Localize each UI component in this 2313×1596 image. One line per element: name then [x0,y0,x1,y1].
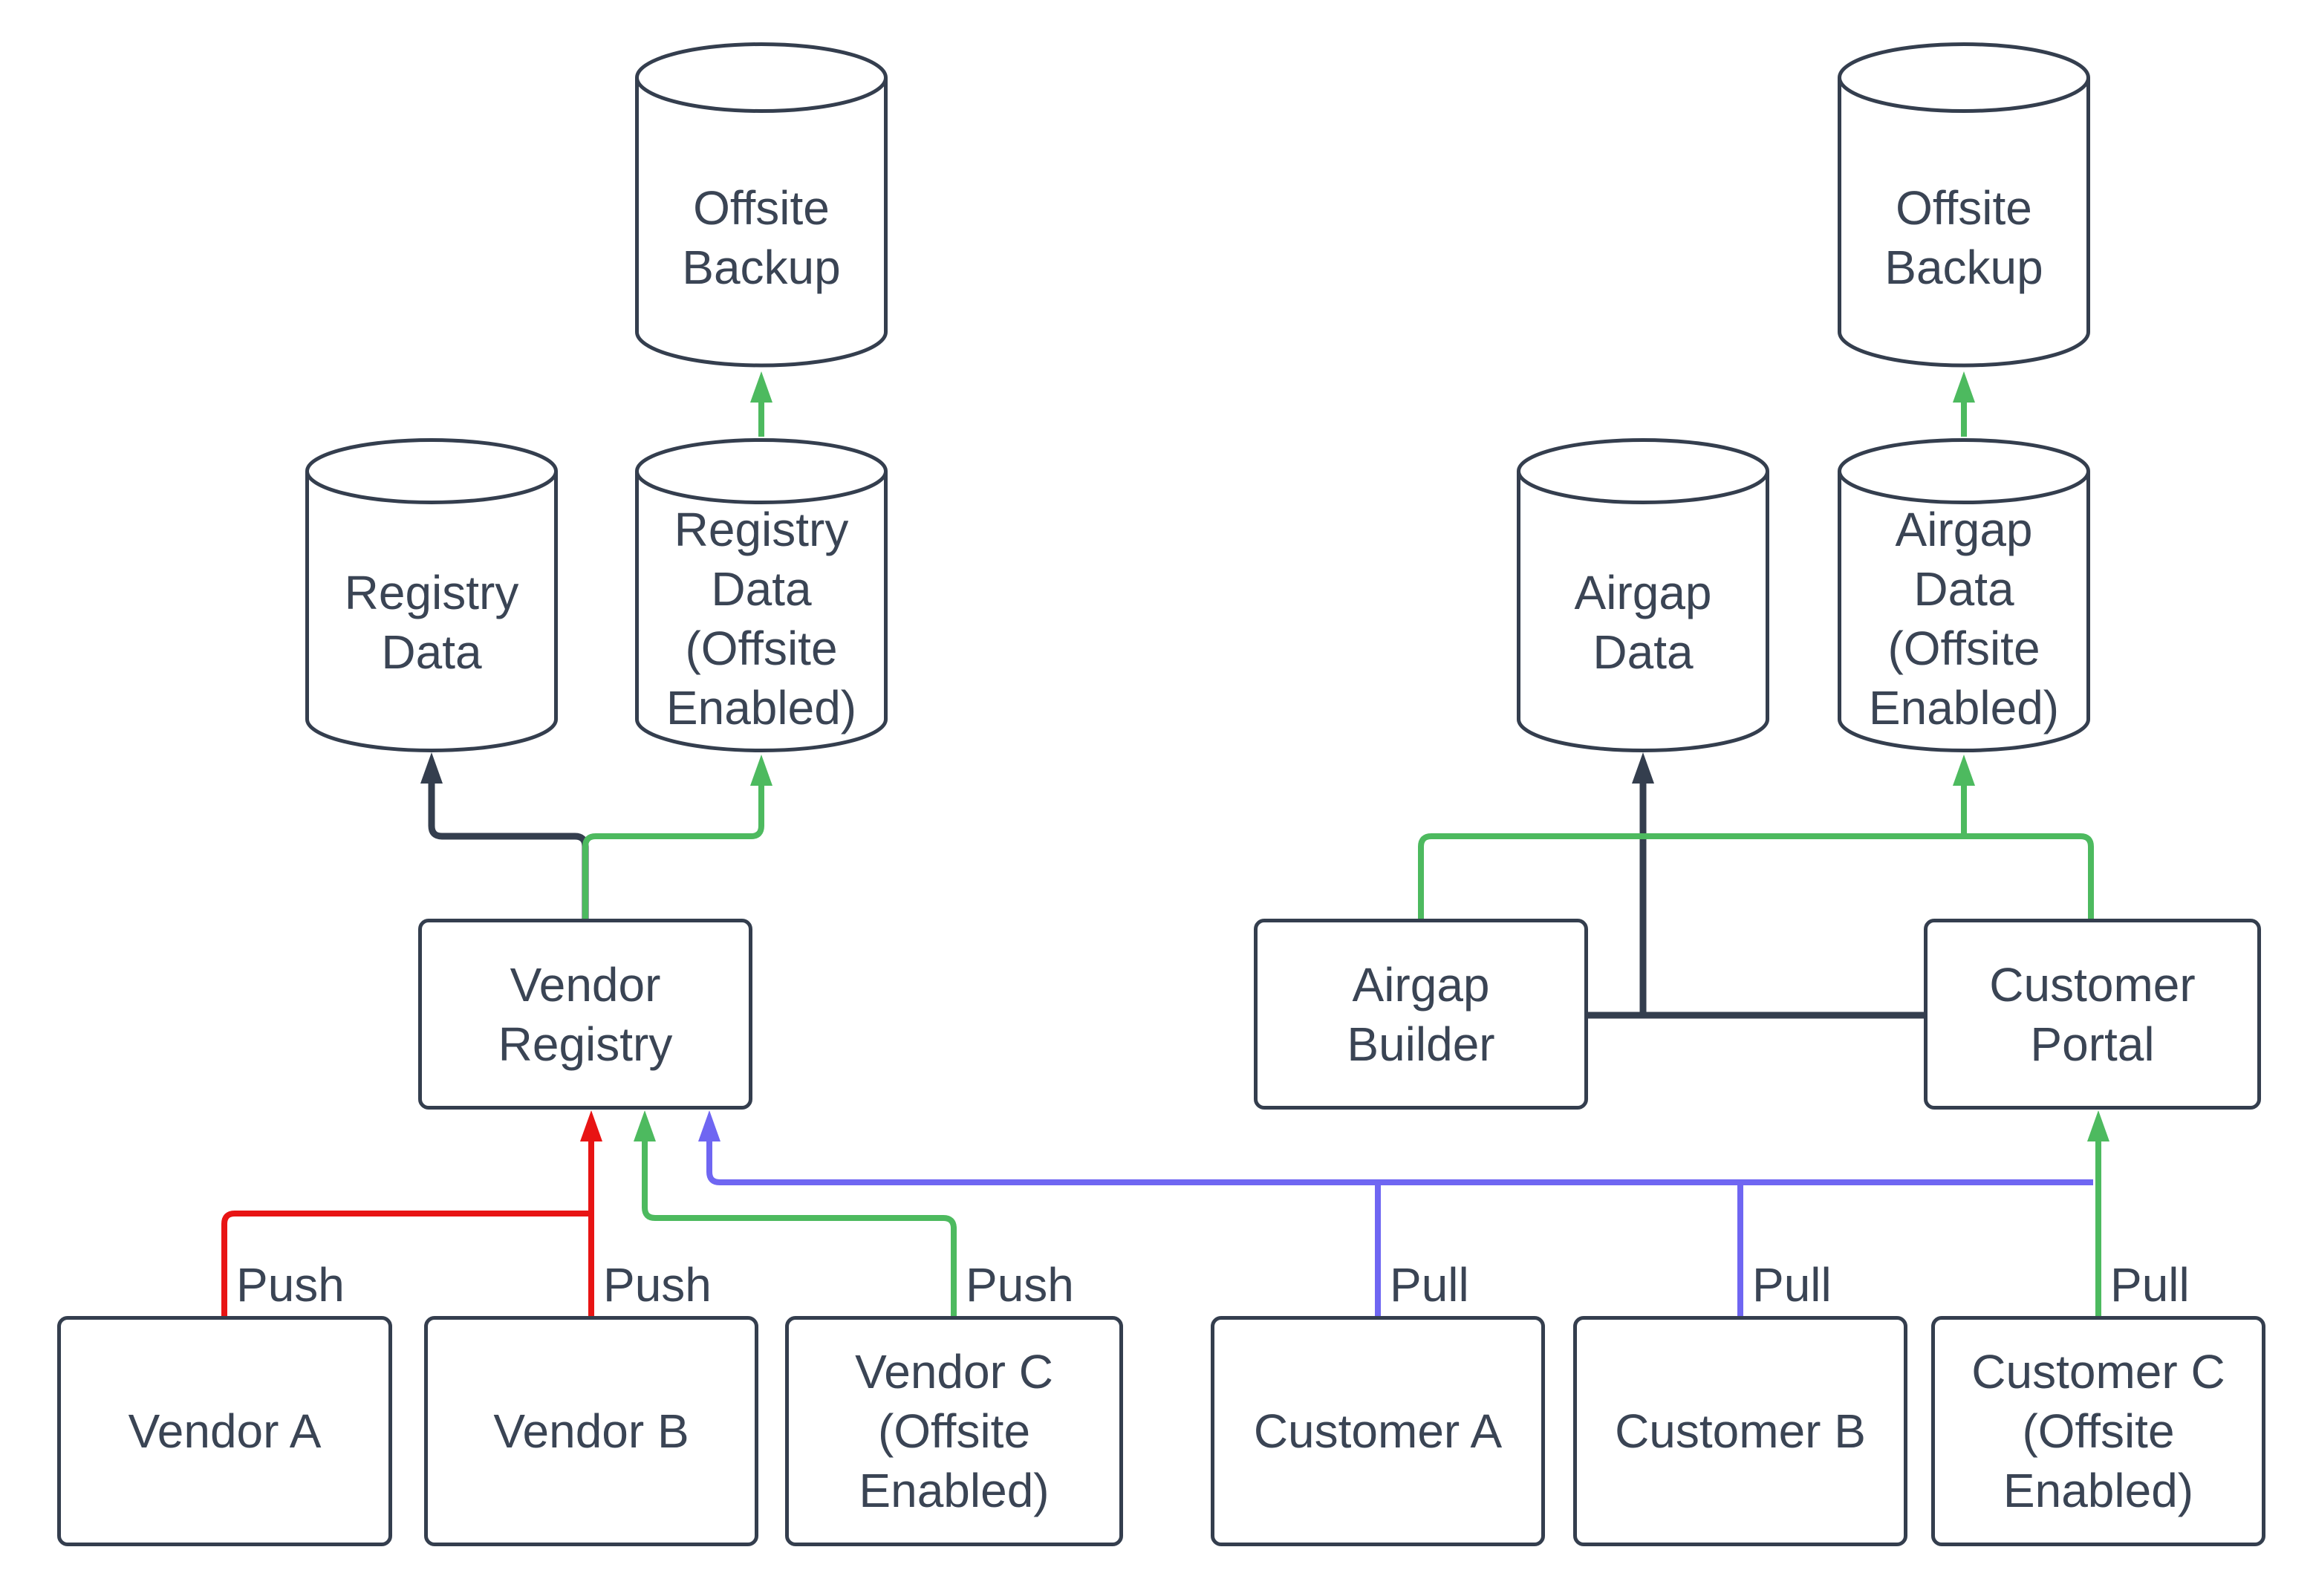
node-label: Offsite Backup [682,181,841,294]
arrowhead-offsite-backup-right [1953,371,1975,403]
node-label: Registry Data (Offsite Enabled) [666,502,857,735]
edge-vendor-registry-to-registry-data-offsite [582,782,764,919]
arrowhead-push-red [580,1110,602,1141]
database-cylinder-icon [1838,42,2090,368]
node-label: Offsite Backup [1884,181,2043,294]
arrowhead-push-green [634,1110,656,1141]
node-vendor-c: Vendor C (Offsite Enabled) [785,1316,1123,1546]
node-vendor-b: Vendor B [424,1316,758,1546]
node-label: Vendor C (Offsite Enabled) [855,1345,1053,1517]
node-airgap-data: Airgap Data [1517,438,1769,752]
node-label: Registry Data [344,565,519,679]
node-offsite-backup-right: Offsite Backup [1838,42,2090,369]
node-label: Vendor B [493,1404,689,1458]
edge-label-push-vendor-c: Push [966,1258,1074,1312]
node-label: Airgap Data [1574,565,1712,679]
edge-vendor-c-push [642,1138,957,1316]
node-label: Customer C (Offsite Enabled) [1971,1345,2225,1517]
node-airgap-builder: Airgap Builder [1254,919,1588,1110]
node-airgap-data-offsite: Airgap Data (Offsite Enabled) [1838,438,2090,752]
edge-label-pull-customer-a: Pull [1390,1258,1469,1312]
arrowhead-registry-data [420,752,443,784]
node-registry-data: Registry Data [305,438,558,752]
node-customer-a: Customer A [1211,1316,1545,1546]
arrowhead-airgap-data-offsite [1953,755,1975,786]
database-cylinder-icon [635,438,888,752]
edge-pull-bus-to-vendor-registry [706,1138,2093,1185]
edge-vendor-registry-to-registry-data [428,780,589,919]
node-label: Vendor A [128,1404,322,1458]
node-label: Customer Portal [1989,957,2196,1071]
node-customer-b: Customer B [1573,1316,1907,1546]
database-cylinder-icon [1838,438,2090,752]
database-cylinder-icon [305,438,558,752]
node-vendor-a: Vendor A [57,1316,392,1546]
node-label: Airgap Data (Offsite Enabled) [1868,502,2060,735]
arrowhead-pull-blue [698,1110,720,1141]
node-registry-data-offsite: Registry Data (Offsite Enabled) [635,438,888,752]
edge-label-push-vendor-b: Push [603,1258,712,1312]
node-offsite-backup-left: Offsite Backup [635,42,888,369]
edge-vendor-a-push [221,1211,591,1316]
arrowhead-registry-data-offsite [750,755,772,786]
node-label: Customer B [1615,1404,1866,1458]
edge-label-push-vendor-a: Push [236,1258,345,1312]
node-vendor-registry: Vendor Registry [418,919,752,1110]
node-label: Customer A [1253,1404,1503,1458]
edge-airgap-builder-green-bus [1418,833,2094,919]
database-cylinder-icon [635,42,888,368]
node-label: Airgap Builder [1347,957,1495,1071]
arrowhead-pull-green [2087,1110,2109,1141]
node-customer-portal: Customer Portal [1924,919,2261,1110]
arrowhead-offsite-backup-left [750,371,772,403]
edge-label-pull-customer-c: Pull [2110,1258,2190,1312]
edge-label-pull-customer-b: Pull [1752,1258,1832,1312]
node-label: Vendor Registry [498,957,673,1071]
database-cylinder-icon [1517,438,1769,752]
node-customer-c: Customer C (Offsite Enabled) [1931,1316,2265,1546]
arrowhead-airgap-data [1632,752,1654,784]
